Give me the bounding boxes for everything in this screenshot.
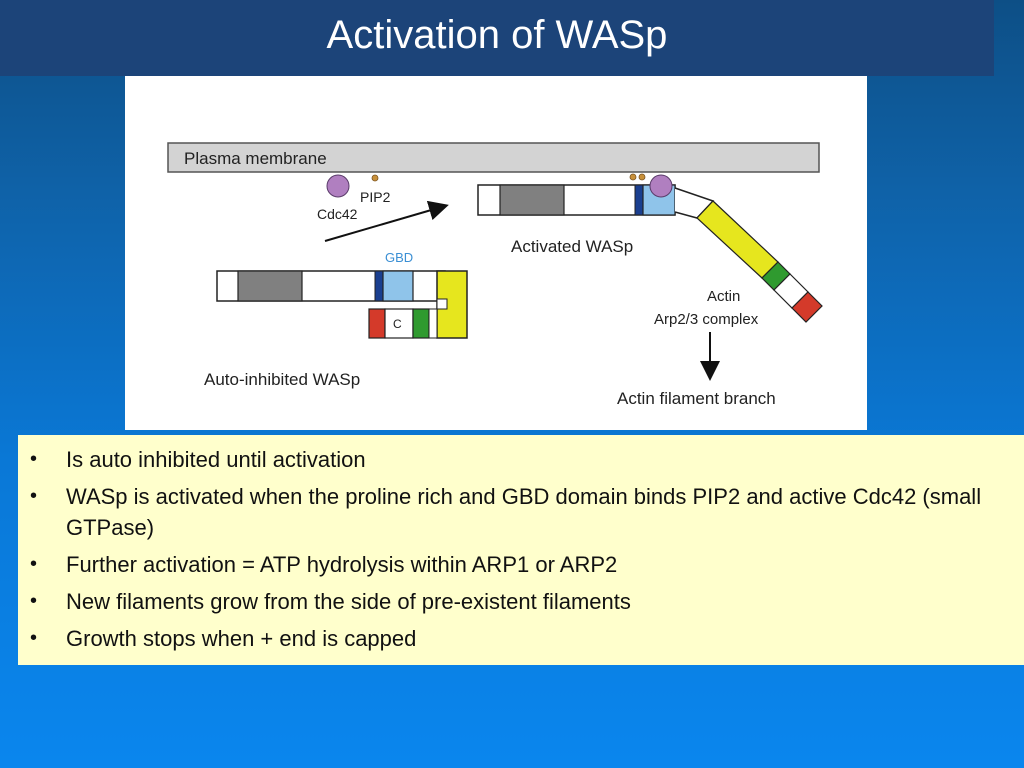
bullet-text: Is auto inhibited until activation	[66, 447, 366, 472]
bullet-symbol: •	[30, 485, 38, 507]
plasma-membrane-bar	[167, 142, 820, 173]
bullet-symbol: •	[30, 590, 38, 612]
wasp-activation-figure: Plasma membrane PIP2 Cdc42 Activated WAS…	[125, 76, 867, 430]
bullet-item: • Further activation = ATP hydrolysis wit…	[18, 549, 1024, 580]
plasma-membrane-label: Plasma membrane	[184, 149, 327, 168]
pip2-label: PIP2	[360, 189, 391, 205]
inhibited-c-domain	[384, 308, 414, 339]
wasp-diagram: Plasma membrane PIP2 Cdc42 Activated WAS…	[167, 142, 823, 408]
bullet-symbol: •	[30, 448, 38, 470]
bullet-item: • Is auto inhibited until activation	[18, 444, 1024, 475]
auto-inhibited-wasp-label: Auto-inhibited WASp	[204, 370, 360, 389]
activated-cdc42-circle	[649, 174, 673, 198]
bullet-item: • Growth stops when + end is capped	[18, 623, 1024, 654]
activated-yellow-domain	[696, 200, 779, 279]
activated-blue-domain	[634, 184, 644, 216]
gbd-label: GBD	[385, 250, 413, 265]
bullet-symbol: •	[30, 627, 38, 649]
bullet-item: • New filaments grow from the side of pre…	[18, 586, 1024, 617]
inhibited-gbd-domain	[382, 270, 414, 302]
auto-inhibited-wasp: C	[216, 270, 468, 339]
bullet-text: Growth stops when + end is capped	[66, 626, 417, 651]
c-domain-label: C	[393, 317, 402, 331]
activated-wasp	[477, 173, 823, 323]
bullet-symbol: •	[30, 553, 38, 575]
inhibited-blue-domain	[374, 270, 384, 302]
inhibited-green-domain	[412, 308, 430, 339]
activated-pip2-dot-2	[638, 173, 646, 181]
activated-gray-domain	[499, 184, 565, 216]
slide-title: Activation of WASp	[326, 13, 668, 57]
actin-filament-branch-label: Actin filament branch	[617, 389, 776, 408]
activation-arrow	[324, 200, 449, 242]
arp23-complex-label: Arp2/3 complex	[654, 311, 759, 328]
inhibited-white-segment	[428, 308, 438, 339]
bullet-panel: • Is auto inhibited until activation • WAS…	[18, 435, 1024, 665]
activated-red-domain	[791, 291, 823, 323]
bullet-text: New filaments grow from the side of pre-…	[66, 589, 631, 614]
title-bar: Activation of WASp	[0, 0, 994, 76]
bullet-text: WASp is activated when the proline rich …	[66, 484, 982, 540]
inhibited-gray-domain	[237, 270, 303, 302]
activated-wasp-label: Activated WASp	[511, 237, 633, 256]
activated-pip2-dot-1	[629, 173, 637, 181]
inhibited-fold-connector	[436, 298, 448, 310]
bullet-item: • WASp is activated when the proline rich…	[18, 481, 1024, 543]
cdc42-label: Cdc42	[317, 206, 358, 222]
actin-label: Actin	[707, 288, 740, 305]
inhibited-red-domain	[368, 308, 386, 339]
cdc42-circle	[326, 174, 350, 198]
bullet-text: Further activation = ATP hydrolysis with…	[66, 552, 618, 577]
pip2-dot	[371, 174, 379, 182]
bullet-list: • Is auto inhibited until activation • WAS…	[18, 444, 1024, 654]
